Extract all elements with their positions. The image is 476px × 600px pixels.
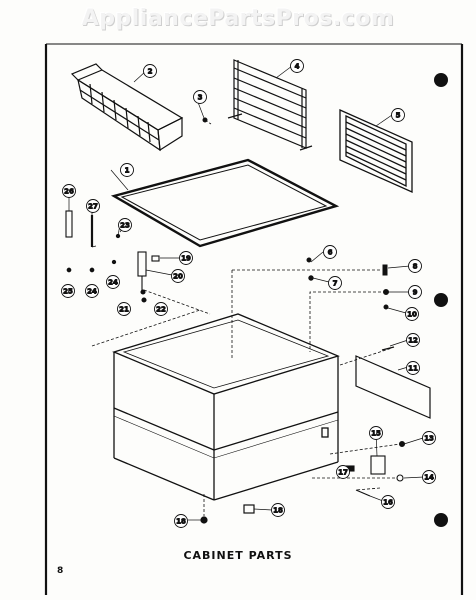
svg-text:21: 21 <box>119 306 129 314</box>
svg-text:11: 11 <box>408 365 418 373</box>
callout-2: 2 <box>143 64 157 78</box>
svg-text:24: 24 <box>108 279 118 287</box>
svg-text:10: 10 <box>407 311 417 319</box>
callout-6: 6 <box>323 245 337 259</box>
cabinet-body <box>112 313 340 501</box>
svg-text:14: 14 <box>424 474 434 482</box>
callout-25: 24 <box>85 284 99 298</box>
svg-text:15: 15 <box>371 430 381 438</box>
svg-text:18: 18 <box>176 518 186 526</box>
callout-1: 1 <box>120 163 134 177</box>
svg-text:5: 5 <box>396 112 401 120</box>
leveling-leg <box>200 504 255 524</box>
callout-5: 5 <box>391 108 405 122</box>
svg-text:6: 6 <box>328 249 333 257</box>
svg-text:1: 1 <box>125 167 130 175</box>
callout-14: 14 <box>422 470 436 484</box>
callout-24a: 23 <box>118 218 132 232</box>
svg-text:17: 17 <box>338 469 348 477</box>
svg-text:26: 26 <box>64 188 74 196</box>
diagram-caption: CABINET PARTS <box>183 549 293 562</box>
thermostat-parts <box>345 440 406 497</box>
callout-16: 16 <box>381 495 395 509</box>
callout-11: 11 <box>406 361 420 375</box>
callout-4: 4 <box>290 59 304 73</box>
callout-23: 22 <box>154 302 168 316</box>
callout-15: 15 <box>369 426 383 440</box>
grille-part <box>339 108 413 194</box>
callout-13: 13 <box>422 431 436 445</box>
svg-text:9: 9 <box>413 289 418 297</box>
callout-19b: 28 <box>0 0 10 2</box>
hinge-hardware <box>65 210 160 303</box>
divider-part <box>227 59 313 151</box>
callout-26: 25 <box>61 284 75 298</box>
lid-gasket-part <box>110 158 340 248</box>
callout-18b: 18 <box>174 514 188 528</box>
svg-text:16: 16 <box>383 499 393 507</box>
callouts: 1 2 3 4 5 6 7 8 9 10 11 12 13 14 15 16 1… <box>0 0 436 528</box>
svg-text:24: 24 <box>87 288 97 296</box>
svg-text:3: 3 <box>198 94 203 102</box>
svg-text:18: 18 <box>273 507 283 515</box>
back-panel-part <box>355 355 431 419</box>
binder-holes <box>434 73 448 527</box>
callout-24b: 24 <box>106 275 120 289</box>
page-border <box>44 43 464 595</box>
watermark: AppliancePartsPros.com <box>81 6 395 31</box>
callout-7: 7 <box>328 276 342 290</box>
svg-text:22: 22 <box>156 306 166 314</box>
svg-text:13: 13 <box>424 435 434 443</box>
svg-text:8: 8 <box>413 263 418 271</box>
callout-27: 26 <box>62 184 76 198</box>
basket-part <box>70 63 184 152</box>
callout-20: 19 <box>179 251 193 265</box>
leader-lines <box>91 119 401 516</box>
callout-21: 20 <box>171 269 185 283</box>
svg-text:7: 7 <box>333 280 338 288</box>
callout-9: 9 <box>408 285 422 299</box>
callout-3: 3 <box>193 90 207 104</box>
svg-text:2: 2 <box>148 68 153 76</box>
svg-text:19: 19 <box>181 255 191 263</box>
svg-text:12: 12 <box>408 337 418 345</box>
right-fasteners <box>306 257 395 351</box>
svg-text:27: 27 <box>88 203 98 211</box>
svg-text:20: 20 <box>173 273 183 281</box>
callout-12: 12 <box>406 333 420 347</box>
callout-28: 27 <box>86 199 100 213</box>
callout-17: 17 <box>336 465 350 479</box>
svg-text:4: 4 <box>295 63 300 71</box>
callout-10: 10 <box>405 307 419 321</box>
svg-text:25: 25 <box>63 288 73 296</box>
page-number: 8 <box>57 566 64 576</box>
callout-22: 21 <box>117 302 131 316</box>
svg-text:23: 23 <box>120 222 130 230</box>
callout-18a: 18 <box>271 503 285 517</box>
callout-8: 8 <box>408 259 422 273</box>
